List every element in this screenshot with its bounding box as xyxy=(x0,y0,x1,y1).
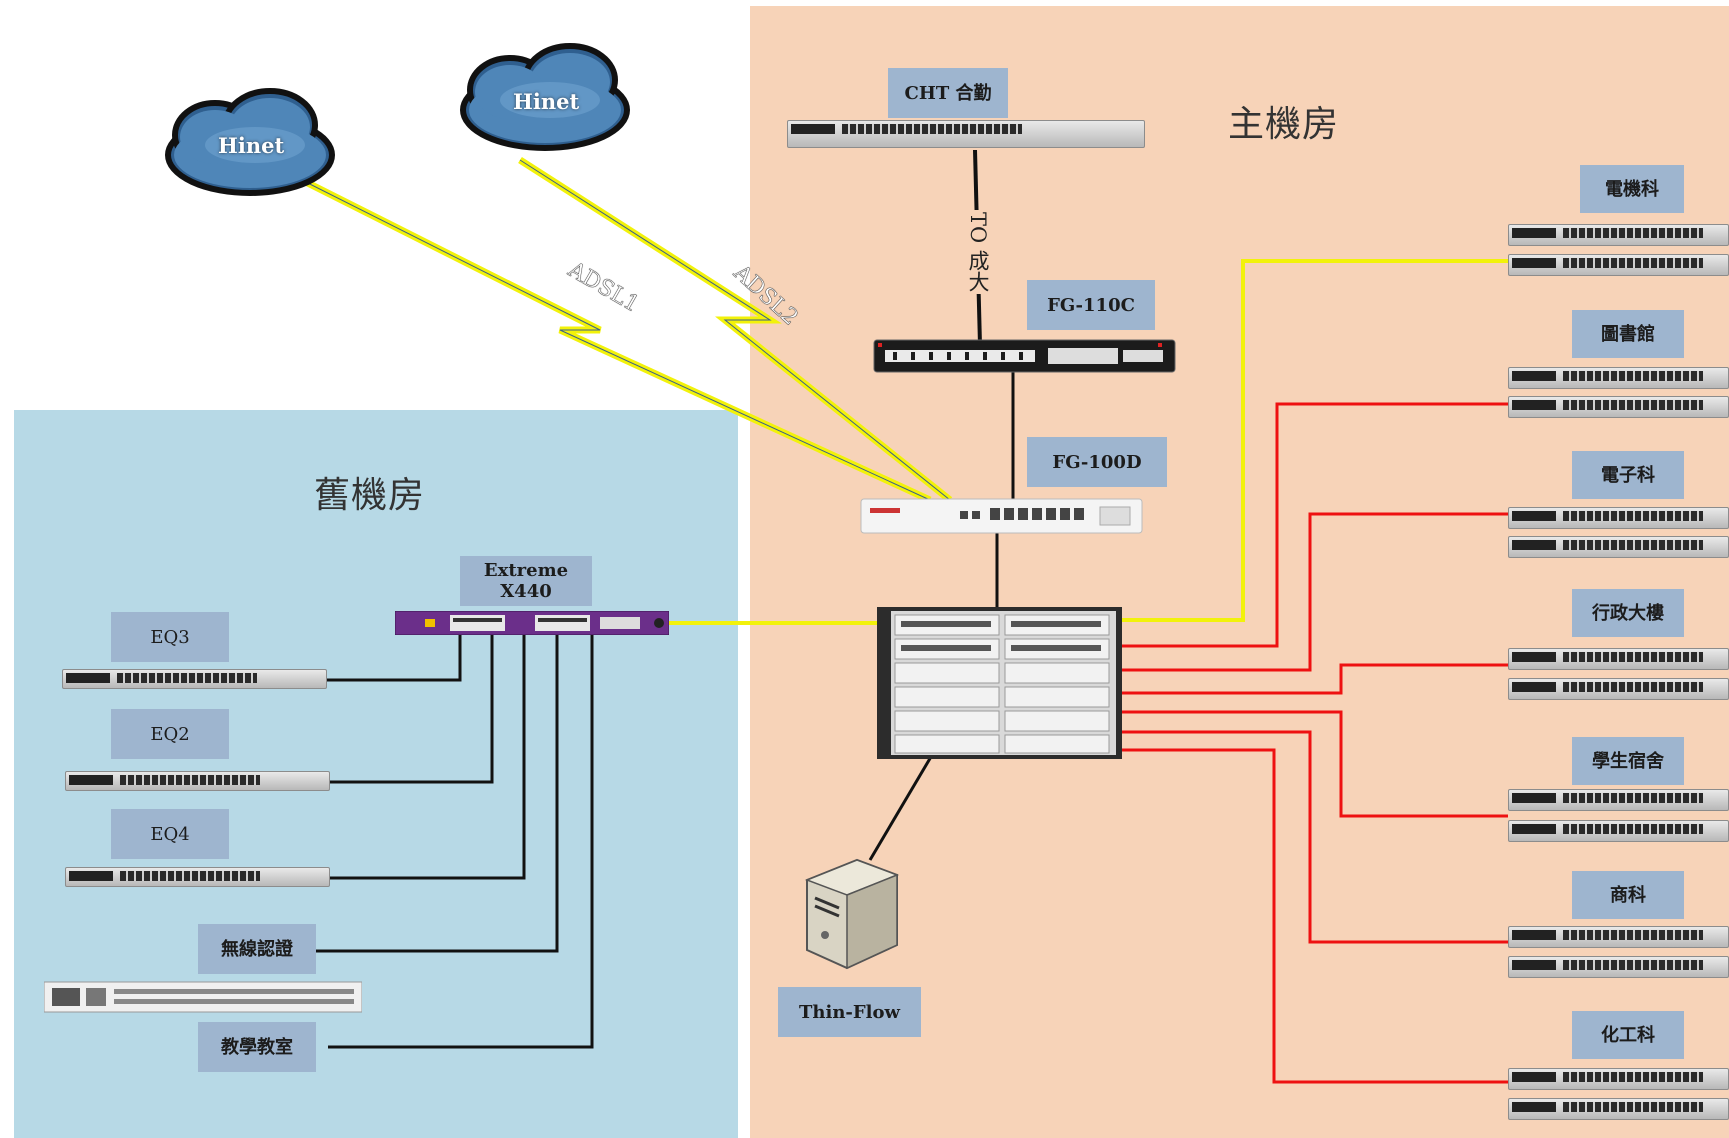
building-label-commerce: 商科 xyxy=(1572,871,1684,919)
building-label-admin: 行政大樓 xyxy=(1572,589,1684,637)
to-ncku-label: TO 成大 xyxy=(963,210,993,294)
thinflow-label: Thin-Flow xyxy=(778,987,921,1037)
building-switch-dorm-1 xyxy=(1508,789,1729,811)
eq2-label: EQ2 xyxy=(111,709,229,759)
hinet-cloud-left xyxy=(165,88,335,196)
classroom-wire xyxy=(328,635,594,1049)
extreme-x440-switch xyxy=(395,611,669,635)
eq2-wire xyxy=(330,635,494,784)
hinet-label-left: Hinet xyxy=(218,133,285,158)
building-switch-dianzi-1 xyxy=(1508,507,1729,529)
wireless-wire xyxy=(316,635,559,953)
cht-switch xyxy=(787,120,1145,148)
hinet-label-right: Hinet xyxy=(513,89,580,114)
eq4-switch xyxy=(65,867,330,887)
building-switch-admin-2 xyxy=(1508,678,1729,700)
commerce-wire xyxy=(1120,730,1508,944)
fg100d-firewall xyxy=(860,498,1143,534)
building-label-dianzi: 電子科 xyxy=(1572,451,1684,499)
building-switch-commerce-2 xyxy=(1508,956,1729,978)
eq3-switch xyxy=(62,669,327,689)
building-switch-dianji-2 xyxy=(1508,254,1729,276)
eq4-label: EQ4 xyxy=(111,809,229,859)
building-switch-library-2 xyxy=(1508,396,1729,418)
fg110c-label: FG-110C xyxy=(1027,280,1155,330)
eq3-label: EQ3 xyxy=(111,612,229,662)
fg100d-label: FG-100D xyxy=(1027,437,1167,487)
building-label-dorm: 學生宿舍 xyxy=(1572,737,1684,785)
library-wire xyxy=(1120,402,1508,648)
building-label-dianji: 電機科 xyxy=(1580,165,1684,213)
thinflow-server-icon xyxy=(804,858,900,970)
dianji-wire xyxy=(1120,259,1508,622)
building-switch-chem-1 xyxy=(1508,1068,1729,1090)
chem-wire xyxy=(1120,748,1508,1084)
building-switch-admin-1 xyxy=(1508,648,1729,670)
building-switch-dorm-2 xyxy=(1508,820,1729,842)
classroom-label: 教學教室 xyxy=(198,1022,316,1072)
wireless-auth-label: 無線認證 xyxy=(198,924,316,974)
building-switch-commerce-1 xyxy=(1508,926,1729,948)
patch-panel-device xyxy=(44,981,362,1013)
core-to-thinflow-wire xyxy=(868,749,937,861)
dianzi-wire xyxy=(1120,512,1508,672)
hinet-cloud-right xyxy=(460,43,630,151)
core-chassis-switch xyxy=(877,607,1122,759)
main-room-title: 主機房 xyxy=(1228,104,1340,145)
eq4-wire xyxy=(330,635,526,880)
old-room-title: 舊機房 xyxy=(314,475,426,516)
admin-wire xyxy=(1120,663,1508,695)
eq3-wire xyxy=(326,635,462,682)
fg110c-firewall xyxy=(873,339,1176,373)
building-label-library: 圖書館 xyxy=(1572,310,1684,358)
building-switch-library-1 xyxy=(1508,367,1729,389)
cht-label: CHT 合勤 xyxy=(888,68,1008,118)
main-server-room-zone xyxy=(750,6,1729,1138)
extreme-label-line1: Extreme xyxy=(483,560,569,581)
building-switch-chem-2 xyxy=(1508,1098,1729,1120)
dorm-wire xyxy=(1120,710,1508,818)
extreme-label: Extreme X440 xyxy=(460,556,592,606)
building-switch-dianji-1 xyxy=(1508,224,1729,246)
building-label-chem: 化工科 xyxy=(1572,1011,1684,1059)
building-switch-dianzi-2 xyxy=(1508,536,1729,558)
extreme-label-line2: X440 xyxy=(500,581,552,602)
eq2-switch xyxy=(65,771,330,791)
